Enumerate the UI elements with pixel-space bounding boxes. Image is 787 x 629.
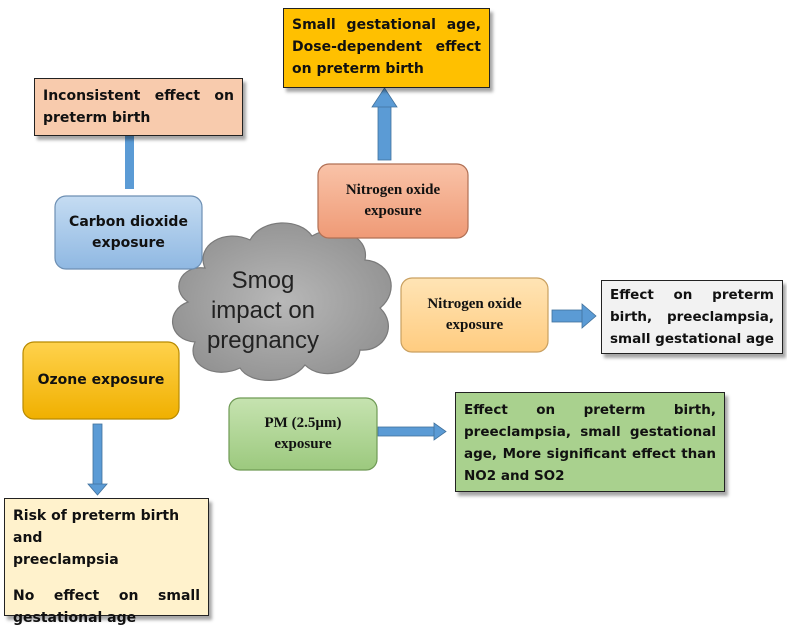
effect-nitrogen-oxide-top-line-1: Small gestational age,	[292, 17, 481, 33]
effect-carbon-dioxide: Inconsistent effect on preterm birth	[34, 78, 243, 136]
connector-carbon-dioxide	[125, 136, 134, 189]
arrow-right-pm25	[377, 422, 447, 441]
effect-ozone-line-1: Risk of preterm birth and	[13, 508, 180, 546]
effect-ozone-line-4: gestational age	[13, 610, 137, 626]
nitrogen-oxide-right-line-2: exposure	[445, 317, 504, 333]
carbon-dioxide-line-1: Carbon dioxide	[69, 213, 188, 230]
effect-nitrogen-oxide-right-line-3: small gestational age	[610, 331, 774, 347]
ozone-node-bg	[22, 341, 180, 420]
nitrogen-oxide-top-node: Nitrogen oxide exposure	[318, 164, 468, 238]
center-title-line-2: impact on	[210, 297, 316, 324]
nitrogen-oxide-right-node-bg	[400, 277, 549, 353]
effect-nitrogen-oxide-right-line-1: Effect on preterm	[610, 287, 774, 303]
effect-ozone-line-2: preeclampsia	[13, 552, 119, 568]
pm25-line-1: PM (2.5µm)	[264, 415, 342, 431]
center-title-line-1: Smog	[231, 267, 295, 294]
effect-ozone-line-3: No effect on small	[13, 588, 200, 604]
effect-nitrogen-oxide-top-line-2: Dose-dependent effect	[292, 39, 481, 55]
effect-pm25: Effect on preterm birth, preeclampsia, s…	[455, 392, 725, 492]
effect-pm25-line-1: Effect on preterm birth,	[464, 402, 716, 418]
effect-carbon-dioxide-line-1: Inconsistent effect on	[43, 88, 234, 104]
smog-cloud-shape	[172, 222, 392, 381]
effect-pm25-line-4: NO2 and SO2	[464, 468, 565, 484]
pm25-node: PM (2.5µm) exposure	[229, 398, 377, 470]
effect-nitrogen-oxide-top: Small gestational age, Dose-dependent ef…	[283, 8, 490, 88]
nitrogen-oxide-right-node: Nitrogen oxide exposure	[401, 278, 548, 352]
nitrogen-oxide-right-line-1: Nitrogen oxide	[427, 296, 522, 312]
carbon-dioxide-node-bg	[54, 195, 203, 270]
arrow-right-nitrogen-oxide	[551, 303, 597, 329]
effect-nitrogen-oxide-right: Effect on preterm birth, preeclampsia, s…	[601, 280, 783, 354]
nitrogen-oxide-top-node-bg	[317, 163, 469, 239]
pm25-line-2: exposure	[274, 436, 332, 452]
pm25-node-bg	[228, 397, 378, 471]
carbon-dioxide-node: Carbon dioxide exposure	[55, 196, 202, 269]
effect-nitrogen-oxide-top-line-3: on preterm birth	[292, 61, 424, 77]
effect-pm25-line-2: preeclampsia, small gestational	[464, 424, 716, 440]
carbon-dioxide-line-2: exposure	[92, 234, 165, 251]
center-title: Smog impact on pregnancy	[193, 266, 333, 356]
effect-nitrogen-oxide-right-line-2: birth, preeclampsia,	[610, 309, 774, 325]
ozone-node: Ozone exposure	[23, 342, 179, 419]
effect-carbon-dioxide-line-2: preterm birth	[43, 110, 151, 126]
effect-pm25-line-3: age, More significant effect than	[464, 446, 716, 462]
ozone-label: Ozone exposure	[37, 372, 165, 388]
center-title-line-3: pregnancy	[206, 327, 320, 354]
effect-ozone-spacer	[13, 571, 200, 585]
effect-ozone: Risk of preterm birth and preeclampsia N…	[4, 498, 209, 626]
arrow-up-nitrogen-oxide	[371, 87, 398, 161]
nitrogen-oxide-top-line-1: Nitrogen oxide	[345, 182, 441, 198]
arrow-down-ozone	[87, 423, 108, 496]
nitrogen-oxide-top-line-2: exposure	[364, 203, 422, 219]
